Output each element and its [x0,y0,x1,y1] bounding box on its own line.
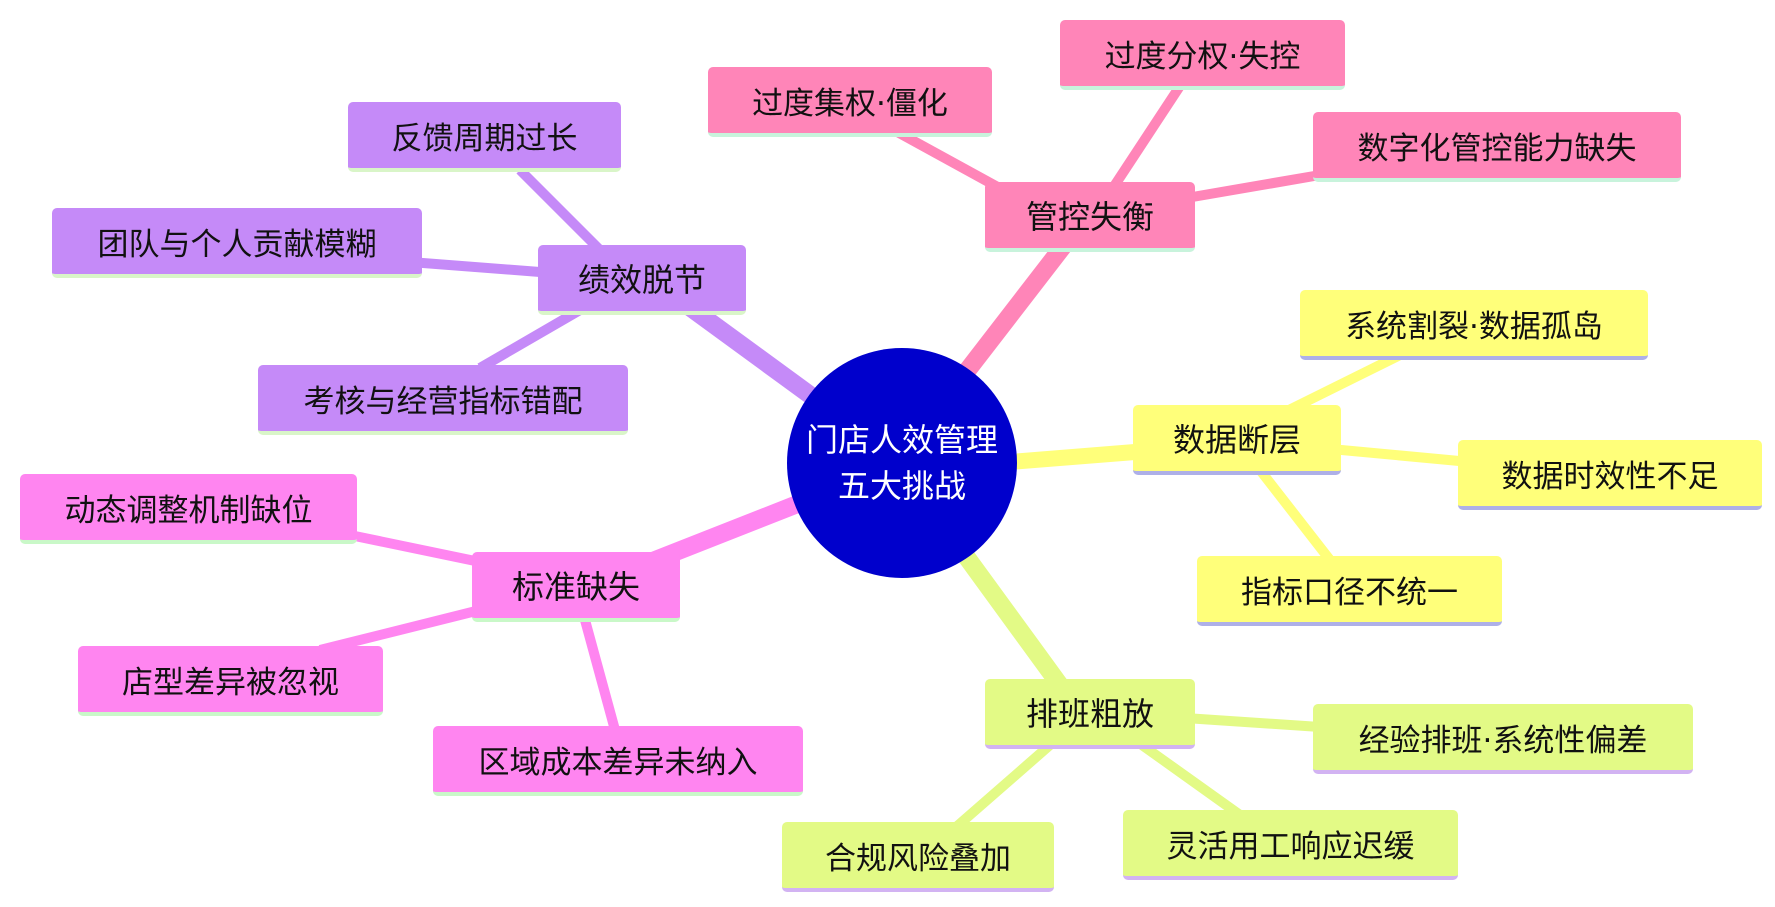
performance-child-contribution[interactable]: 团队与个人贡献模糊 [52,208,422,278]
central-topic-line2: 五大挑战 [837,467,966,505]
control-child-centralization[interactable]: 过度集权·僵化 [708,67,992,137]
central-topic-line1: 门店人效管理 [805,421,998,459]
data-child-timeliness[interactable]: 数据时效性不足 [1458,440,1762,510]
standard-child-store-type[interactable]: 店型差异被忽视 [78,646,383,716]
schedule-child-flexible-staffing[interactable]: 灵活用工响应迟缓 [1123,810,1458,880]
link-center-performance [671,291,819,404]
control-child-decentralization[interactable]: 过度分权·失控 [1060,20,1345,90]
branch-control[interactable]: 管控失衡 [985,182,1195,252]
link-center-schedule [951,539,1071,697]
data-child-metric-definition[interactable]: 指标口径不统一 [1197,556,1502,626]
standard-child-regional-cost[interactable]: 区域成本差异未纳入 [433,726,803,796]
link-center-control [951,231,1077,389]
performance-child-kpi-mismatch[interactable]: 考核与经营指标错配 [258,365,628,435]
branch-schedule[interactable]: 排班粗放 [985,679,1195,749]
schedule-child-compliance-risk[interactable]: 合规风险叠加 [782,822,1054,892]
data-child-silos[interactable]: 系统割裂·数据孤岛 [1300,290,1648,360]
branch-data[interactable]: 数据断层 [1133,405,1341,475]
standard-child-dynamic-adjustment[interactable]: 动态调整机制缺位 [20,474,357,544]
branch-performance[interactable]: 绩效脱节 [538,245,746,315]
performance-child-feedback-cycle[interactable]: 反馈周期过长 [348,102,621,172]
central-topic[interactable]: 门店人效管理 五大挑战 [787,348,1017,578]
link-center-data [1002,444,1143,470]
control-child-digital-capability[interactable]: 数字化管控能力缺失 [1313,112,1681,182]
schedule-child-experience-bias[interactable]: 经验排班·系统性偏差 [1313,704,1693,774]
branch-standard[interactable]: 标准缺失 [472,552,680,622]
